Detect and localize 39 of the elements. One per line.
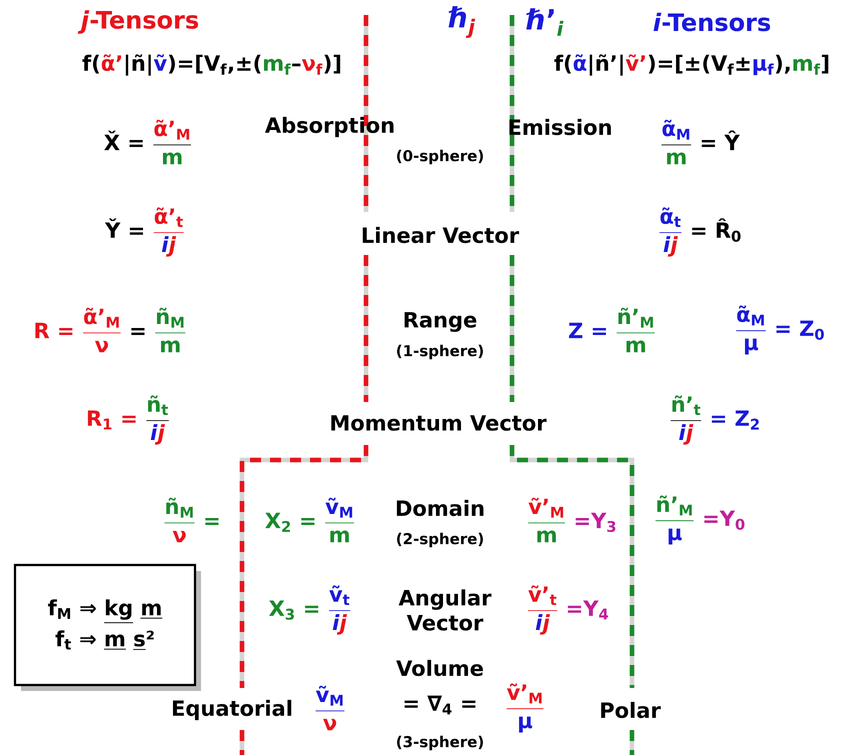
equation: $\textcolor{red}{\text{R\textsubscript{1} = }}\dfrac{\text{\textcolor{green}{ñ\textsubscript{t}}}}{\text{\textcolor{blue}{\textit{i}}\textcolor{red}{\textit{j}}}}$ <box>88 395 169 445</box>
equation: $\textcolor{blue}{\dfrac{\text{α̃\textsubscript{M}}}{\text{μ}}\text{ = Z\textsubscript{0}}}$ <box>736 306 824 354</box>
equation: $\textcolor{red}{\dfrac{\text{ṽ’\textsubscript{M}}}{\text{\textcolor{blue}{μ}}}}$ <box>506 684 544 732</box>
region-label: Domain <box>396 500 484 516</box>
region-label: Linear Vector <box>362 226 520 244</box>
equation: $\textcolor{green}{\text{X\textsubscript{3} = }}\textcolor{blue}{\dfrac{\text{ṽ\textsubscript{t}}}{\text{\textit{i}\textcolor{red}{\textit{j}}}}}$ <box>269 585 350 635</box>
region-label: Polar <box>601 702 661 718</box>
equation: $\textcolor{green}{\dfrac{\text{ñ’\textsubscript{M}}}{\text{\textcolor{blue}{μ}}}}\textcolor{magenta}{\text{ =Y\textsubscript{0}}}$ <box>656 496 744 544</box>
region-label: Momentum Vector <box>331 415 547 431</box>
equation: $\textcolor{blue}{\dfrac{\text{α̃\textsubscript{t}}}{\text{\textit{i}\textcolor{red}{\textit{j}}}}}\text{ = R̂\textsubscript{0}}$ <box>659 207 741 257</box>
equation: $\text{= ∇\textsubscript{4} =}$ <box>404 696 476 714</box>
equation: $\textcolor{green}{\dfrac{\text{ñ\textsubscript{M}}}{\text{\textcolor{red}{ν}}}\text{ =}}$ <box>164 498 218 542</box>
equation: $\textcolor{blue}{\text{Z = }}\textcolor{green}{\dfrac{\text{ñ’\textsubscript{M}}}{\text{m}}}$ <box>569 308 655 352</box>
equation: $\textcolor{green}{\text{X\textsubscript{2} = }\dfrac{\text{\textcolor{blue}{ṽ\textsubscript{M}}}}{\text{m}}}$ <box>265 498 354 542</box>
region-label: Angular Vector <box>398 589 492 631</box>
equation: $\text{f(\textcolor{blue}{α̃}|ñ’|\textcolor{red}{ṽ’})=[±(V\textsubscript{f}±\textcolor{blue}{μ\textsubscript{f}}),\textcolor{green}{m\textsubscript{f}}]}$ <box>554 54 828 76</box>
equation: $\dfrac{\text{\textcolor{green}{ñ’\textsubscript{t}}}}{\text{\textcolor{blue}{\textit{i}}\textcolor{red}{\textit{j}}}}\textcolor{blue}{\text{ = Z\textsubscript{2}}}$ <box>670 395 759 445</box>
region-label: Absorption <box>265 116 394 138</box>
equation: $\text{f(\textcolor{red}{α̃’}|ñ|\textcolor{blue}{ṽ})=[V\textsubscript{f},±(\textcolor{green}{m\textsubscript{f}}–\textcolor{red}{ν\textsubscript{f}})]}$ <box>82 54 340 76</box>
equation: $\text{X̌ = }\dfrac{\text{\textcolor{red}{α̃’\textsubscript{M}}}}{\text{\textcolor{green}{m}}}$ <box>104 120 191 164</box>
equation: $\dfrac{\text{\textcolor{blue}{α̃\textsubscript{M}}}}{\text{\textcolor{green}{m}}}\text{ = Ŷ}$ <box>662 120 740 164</box>
region-label: Volume <box>396 660 483 676</box>
symbol: $\text{\textcolor{blue}{\textit{ℏ}}\textsubscript{\textcolor{red}{\textit{j}}}}$ <box>448 6 476 38</box>
equation: $\textcolor{green}{\dfrac{\text{\textcolor{red}{ṽ’\textsubscript{M}}}}{\text{m}}}\textcolor{magenta}{\text{ =Y\textsubscript{3}}}$ <box>528 498 616 542</box>
symbol: $\text{\textcolor{blue}{\textit{ℏ}’}\textsubscript{\textcolor{green}{\textit{i}}}}$ <box>526 8 564 36</box>
equation: $\textcolor{blue}{\dfrac{\text{ṽ\textsubscript{M}}}{\text{\textcolor{red}{ν}}}}$ <box>316 686 344 730</box>
equation: $\text{Y̌ = }\textcolor{red}{\dfrac{\text{α̃’\textsubscript{t}}}{\text{\textcolor{blue}{\textit{i}}\textit{j}}}}$ <box>104 207 184 257</box>
column-heading: i-Tensors <box>654 12 770 32</box>
sphere-label: (0-sphere) <box>397 150 483 164</box>
equation: $\textcolor{red}{\dfrac{\text{ṽ’\textsubscript{t}}}{\text{\textcolor{blue}{\textit{i}}\textit{j}}}}\textcolor{magenta}{\text{ =Y\textsubscript{4}}}$ <box>528 585 608 635</box>
column-heading: j-Tensors <box>78 10 198 34</box>
sphere-label: (3-sphere) <box>397 736 483 750</box>
region-label: Equatorial <box>173 700 292 720</box>
unit-box: $\text{f\textsubscript{M} ⇒ \underline{kg} \underline{m}}$ $\text{f\textsubscript{t} ⇒ \underline{m} \underline{s}²}$ <box>14 564 201 691</box>
region-label: Range <box>404 312 476 332</box>
sphere-label: (1-sphere) <box>397 344 483 360</box>
sphere-label: (2-sphere) <box>397 532 483 548</box>
equation: $\textcolor{red}{\text{R = }\dfrac{\text{α̃’\textsubscript{M}}}{\text{ν}}}\text{ = }\textcolor{green}{\dfrac{\text{ñ\textsubscript{M}}}{\text{m}}}$ <box>35 308 186 352</box>
region-label: Emission <box>509 118 611 136</box>
